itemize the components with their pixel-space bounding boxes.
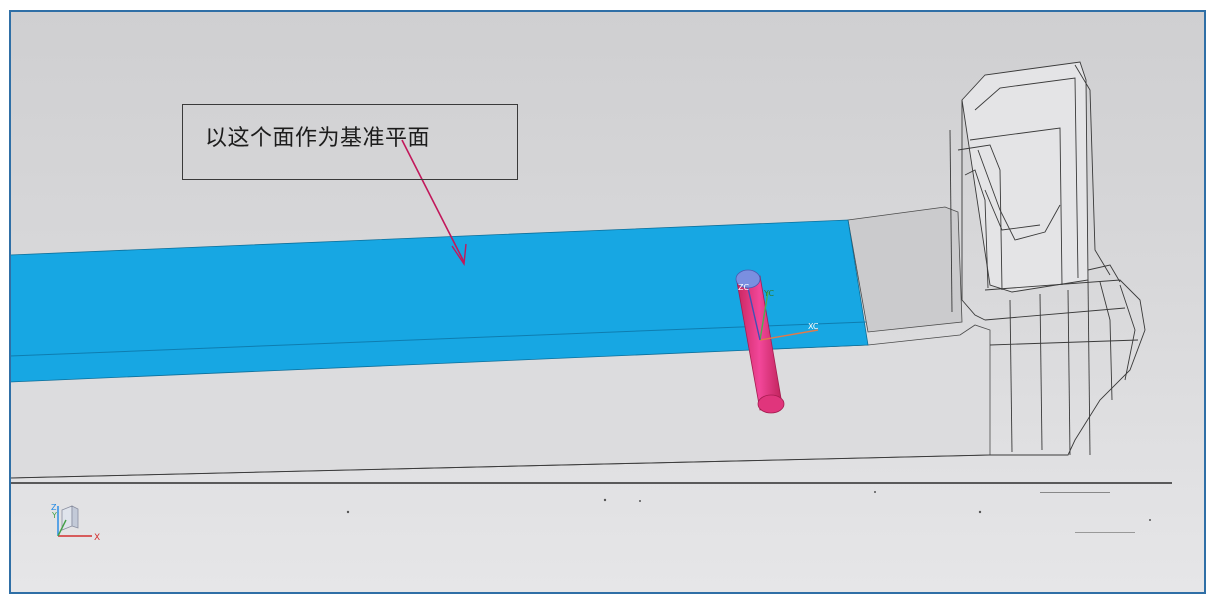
work-csys-marker[interactable]: XC YC ZC — [735, 269, 819, 414]
triad-z-label: Z — [51, 503, 57, 512]
csys-x-axis — [759, 329, 819, 341]
annotation-text: 以这个面作为基准平面 — [205, 126, 431, 151]
datum-face-edge — [9, 321, 867, 357]
csys-z-label: ZC — [738, 283, 749, 292]
csys-y-axis — [759, 291, 769, 341]
scan-speckles — [346, 491, 1151, 533]
triad-y-label: Y — [51, 511, 57, 520]
end-block-wireframe[interactable] — [949, 61, 1146, 456]
csys-z-axis — [747, 287, 761, 341]
annotation-callout: 以这个面作为基准平面 — [182, 104, 518, 180]
cylinder-bottom-cap — [757, 394, 785, 414]
bar-bottom-edge — [9, 454, 991, 479]
view-triad[interactable]: X Z Y — [48, 500, 108, 544]
bar-top-face[interactable] — [847, 206, 963, 333]
csys-y-label: YC — [763, 289, 774, 298]
csys-x-label: XC — [808, 322, 819, 331]
viewport-frame — [9, 10, 1206, 594]
leader-arrow — [401, 139, 467, 267]
triad-x-label: X — [94, 533, 100, 543]
view-triad-cube-icon — [61, 505, 79, 531]
triad-y-axis — [57, 519, 67, 537]
